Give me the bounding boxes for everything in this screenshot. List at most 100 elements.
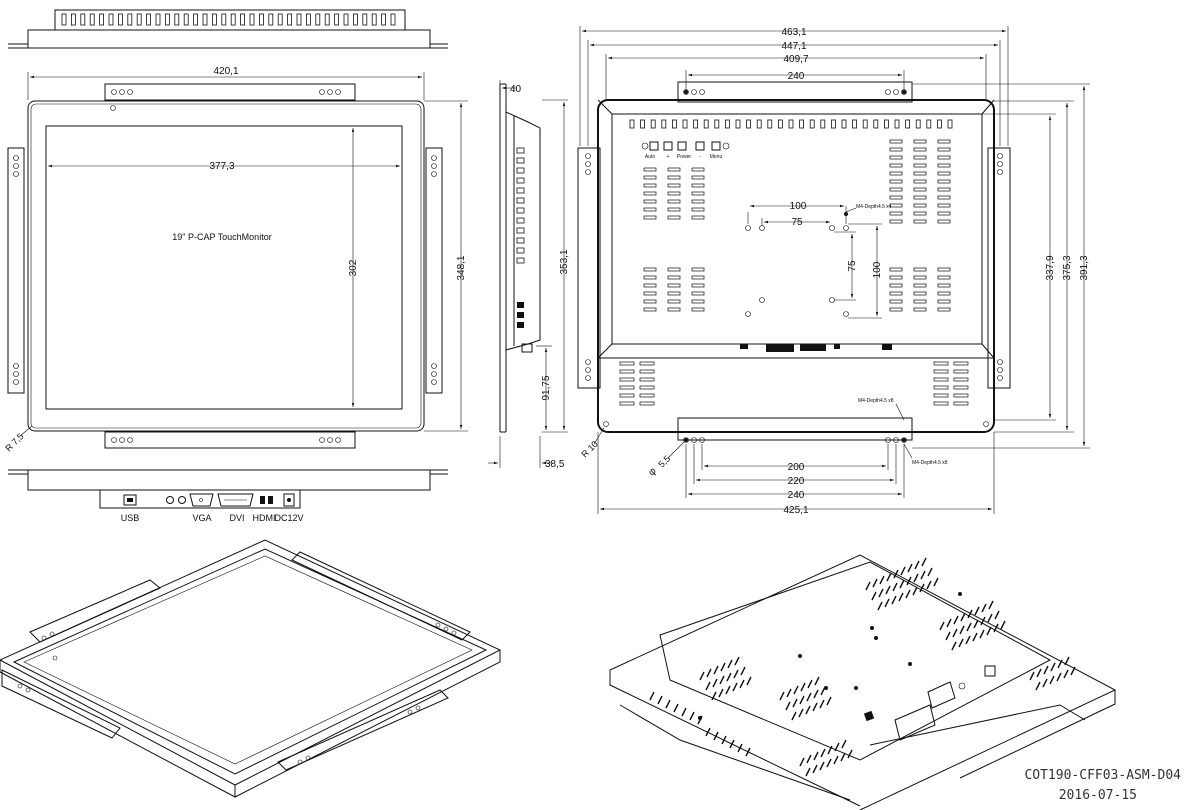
vent-slot xyxy=(979,629,985,639)
vent-slot xyxy=(334,13,340,26)
vent-slot xyxy=(988,600,994,610)
vent-slot xyxy=(889,283,903,288)
vent-slot xyxy=(937,171,951,176)
vent-slot xyxy=(993,623,999,633)
vent-slot xyxy=(889,211,903,216)
vent-slot xyxy=(831,119,836,129)
vent-slot xyxy=(1049,675,1055,685)
vent-slot xyxy=(793,685,799,695)
vent-slot xyxy=(714,119,720,129)
vent-slot xyxy=(913,573,919,583)
vent-slot xyxy=(939,621,945,631)
vent-slot xyxy=(727,659,733,669)
vent-slot xyxy=(643,199,657,204)
vent-slot xyxy=(913,179,927,184)
control-buttons: Auto + Power - Menu xyxy=(641,141,730,160)
vent-slot xyxy=(973,619,979,629)
vent-slot xyxy=(913,291,927,296)
vent-slot xyxy=(926,119,932,129)
vent-slot xyxy=(1070,666,1076,676)
vent-slot xyxy=(889,171,903,176)
vent-slot xyxy=(926,580,932,590)
vent-slot xyxy=(516,227,525,234)
vent-slot xyxy=(872,578,878,588)
vent-slot xyxy=(691,215,705,220)
vent-slot xyxy=(691,183,705,188)
vent-slot xyxy=(80,13,86,26)
vent-slot xyxy=(733,669,739,679)
port-label-hdmi: HDMI xyxy=(253,513,276,523)
vent-slot xyxy=(643,275,657,280)
rear-width-425: 425,1 xyxy=(783,505,808,516)
vent-slot xyxy=(966,622,972,632)
vent-slot xyxy=(249,13,255,26)
vent-slot xyxy=(315,13,321,26)
vent-slot xyxy=(965,635,971,645)
monitor-title: 19" P-CAP TouchMonitor xyxy=(172,232,271,242)
vent-slot xyxy=(953,385,969,390)
vent-slot xyxy=(898,592,904,602)
vent-slot xyxy=(721,735,727,745)
vent-slot xyxy=(746,119,751,129)
vent-slot xyxy=(885,585,891,595)
rear-bracket-220: 220 xyxy=(788,476,805,487)
vent-slot xyxy=(726,672,732,682)
vent-slot xyxy=(886,572,892,582)
vent-slot xyxy=(756,119,762,129)
vent-slot xyxy=(812,702,818,712)
vent-slot xyxy=(933,393,949,398)
vent-slot xyxy=(240,13,246,26)
vent-slot xyxy=(889,195,903,200)
rear-height-337: 337,9 xyxy=(1045,255,1056,280)
vent-slot xyxy=(974,606,980,616)
vent-slot xyxy=(732,682,738,692)
port-label-usb: USB xyxy=(121,513,140,523)
vent-slot xyxy=(920,570,926,580)
vent-slot xyxy=(913,211,927,216)
vent-slot xyxy=(967,609,973,619)
vent-slot xyxy=(640,119,645,129)
vent-slot xyxy=(1056,672,1062,682)
vent-slot xyxy=(862,119,868,129)
rear-height-391: 391,3 xyxy=(1079,255,1090,280)
vent-slot xyxy=(667,199,681,204)
front-width-screen: 377,3 xyxy=(209,161,234,172)
vent-slot xyxy=(691,207,705,212)
vent-slot xyxy=(639,385,655,390)
vent-slot xyxy=(643,267,657,272)
vent-slot xyxy=(937,139,951,144)
vent-slot xyxy=(296,13,302,26)
vent-slot xyxy=(639,377,655,382)
vent-slot xyxy=(889,179,903,184)
vent-slot xyxy=(913,171,927,176)
vent-slot xyxy=(889,187,903,192)
vent-slot xyxy=(879,575,885,585)
vent-slot xyxy=(343,13,349,26)
vent-slot xyxy=(745,747,751,757)
vent-slot xyxy=(643,283,657,288)
vent-slot xyxy=(691,275,705,280)
button-label-menu: Menu xyxy=(710,154,723,160)
vent-slot xyxy=(947,119,953,129)
vent-slot xyxy=(682,119,688,129)
vent-slot xyxy=(953,377,969,382)
vent-slot xyxy=(921,557,927,567)
vent-slot xyxy=(305,13,311,26)
vent-slot xyxy=(667,291,681,296)
vent-slot xyxy=(937,187,951,192)
button-label-power: Power xyxy=(677,154,692,160)
vent-slot xyxy=(873,119,879,129)
vent-slot xyxy=(834,742,840,752)
vent-slot xyxy=(779,691,785,701)
vent-slot xyxy=(258,13,264,26)
vent-slot xyxy=(799,757,805,767)
vent-slot xyxy=(826,696,832,706)
vent-slot xyxy=(959,625,965,635)
vent-slot xyxy=(691,167,705,172)
vent-slot xyxy=(706,668,712,678)
vent-slot xyxy=(937,219,951,224)
vent-slot xyxy=(619,401,635,406)
vent-slot xyxy=(277,13,283,26)
vent-slot xyxy=(1064,656,1070,666)
port-label-dc12v: DC12V xyxy=(274,513,303,523)
